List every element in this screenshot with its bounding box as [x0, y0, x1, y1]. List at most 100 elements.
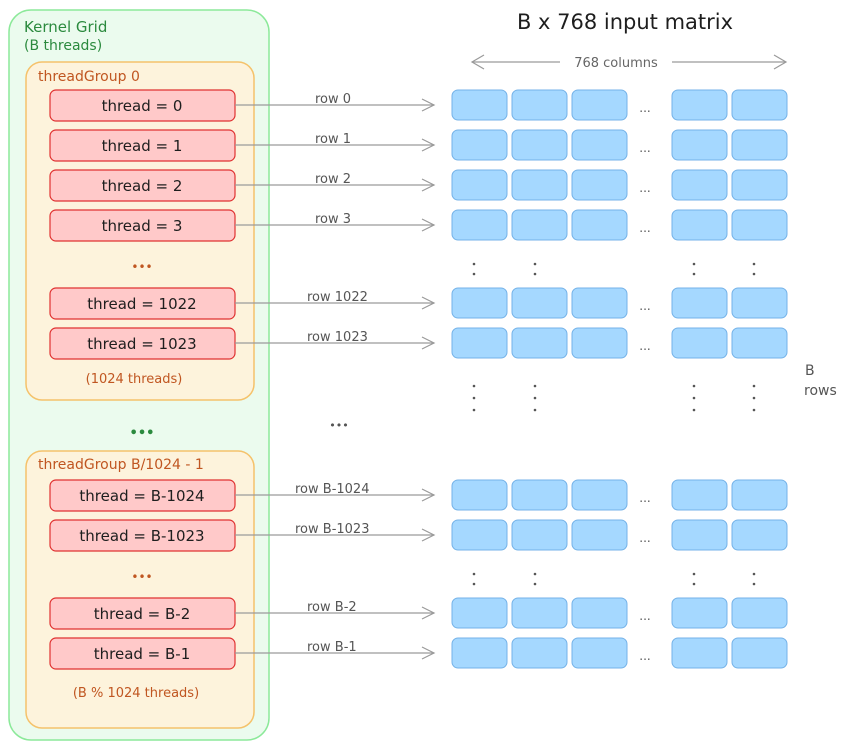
matrix-row-ellipsis: ...	[639, 221, 650, 235]
matrix-row-ellipsis: ...	[639, 531, 650, 545]
matrix-vertical-dot	[752, 396, 756, 400]
matrix-cell	[451, 597, 508, 629]
matrix-row-ellipsis: ...	[639, 141, 650, 155]
matrix-vertical-dot	[752, 582, 756, 586]
matrix-row-ellipsis: ...	[639, 491, 650, 505]
matrix-vertical-dot	[533, 272, 537, 276]
matrix-cell	[731, 209, 788, 241]
matrix-cell	[511, 129, 568, 161]
matrix-cell	[731, 287, 788, 319]
matrix-vertical-dot	[533, 572, 537, 576]
rows-label-b: B	[805, 363, 815, 379]
matrix-cell	[671, 597, 728, 629]
thread-group-0-footer: (1024 threads)	[86, 372, 183, 387]
row-label: row 3	[315, 212, 351, 227]
matrix-vertical-dot	[533, 408, 537, 412]
matrix-vertical-dot	[472, 262, 476, 266]
matrix-cell	[571, 519, 628, 551]
matrix-vertical-dot	[533, 262, 537, 266]
matrix-vertical-dot	[752, 572, 756, 576]
matrix-vertical-dots	[472, 262, 756, 586]
matrix-row-ellipsis: ...	[639, 101, 650, 115]
matrix-cells: ..............................	[451, 89, 788, 669]
matrix-cell	[671, 519, 728, 551]
matrix-cell	[511, 209, 568, 241]
matrix-vertical-dot	[752, 272, 756, 276]
matrix-vertical-dot	[692, 408, 696, 412]
matrix-vertical-dot	[533, 396, 537, 400]
matrix-cell	[451, 637, 508, 669]
thread-group-last-ellipsis: •••	[131, 570, 152, 584]
row-label: row B-1024	[295, 482, 369, 497]
row-label: row 1	[315, 132, 351, 147]
matrix-vertical-dot	[752, 384, 756, 388]
matrix-cell	[731, 169, 788, 201]
matrix-cell	[671, 327, 728, 359]
matrix-vertical-dot	[692, 384, 696, 388]
row-label: row 1022	[307, 290, 368, 305]
thread-label: thread = 1022	[87, 295, 196, 313]
matrix-row-ellipsis: ...	[639, 649, 650, 663]
matrix-cell	[511, 287, 568, 319]
thread-group-0-ellipsis: •••	[131, 260, 152, 274]
matrix-cell	[451, 519, 508, 551]
matrix-cell	[571, 597, 628, 629]
matrix-cell	[671, 287, 728, 319]
matrix-cell	[451, 169, 508, 201]
thread-box: thread = B-1023	[49, 519, 236, 552]
thread-box: thread = 1	[49, 129, 236, 162]
thread-label: thread = 2	[102, 177, 183, 195]
thread-group-last-title: threadGroup B/1024 - 1	[38, 457, 204, 473]
thread-label: thread = B-1024	[79, 487, 204, 505]
matrix-vertical-dot	[533, 384, 537, 388]
thread-group-last-footer: (B % 1024 threads)	[73, 686, 199, 701]
matrix-vertical-dot	[472, 572, 476, 576]
matrix-vertical-dot	[692, 262, 696, 266]
matrix-vertical-dot	[472, 408, 476, 412]
matrix-cell	[671, 637, 728, 669]
matrix-cell	[731, 519, 788, 551]
thread-box: thread = 2	[49, 169, 236, 202]
matrix-cell	[571, 209, 628, 241]
matrix-cell	[511, 637, 568, 669]
row-label: row B-1	[307, 640, 357, 655]
columns-arrow	[470, 54, 788, 70]
matrix-cell	[731, 637, 788, 669]
matrix-cell	[451, 479, 508, 511]
kernel-grid-ellipsis: •••	[130, 426, 155, 441]
matrix-cell	[671, 479, 728, 511]
matrix-cell	[571, 129, 628, 161]
matrix-cell	[571, 287, 628, 319]
thread-box: thread = 1023	[49, 327, 236, 360]
matrix-cell	[511, 89, 568, 121]
matrix-cell	[571, 89, 628, 121]
matrix-row-ellipsis: ...	[639, 181, 650, 195]
matrix-cell	[671, 169, 728, 201]
matrix-vertical-dot	[752, 262, 756, 266]
matrix-cell	[511, 169, 568, 201]
matrix-cell	[511, 479, 568, 511]
matrix-vertical-dot	[472, 384, 476, 388]
thread-label: thread = B-1023	[79, 527, 204, 545]
matrix-cell	[731, 479, 788, 511]
matrix-vertical-dot	[692, 572, 696, 576]
thread-label: thread = B-2	[94, 605, 191, 623]
thread-box: thread = B-2	[49, 597, 236, 630]
row-label: row 2	[315, 172, 351, 187]
matrix-cell	[451, 129, 508, 161]
row-label: row B-1023	[295, 522, 369, 537]
matrix-row-ellipsis: ...	[639, 609, 650, 623]
matrix-cell	[511, 519, 568, 551]
matrix-cell	[571, 479, 628, 511]
kernel-grid-subtitle: (B threads)	[24, 38, 102, 54]
columns-label: 768 columns	[574, 56, 658, 71]
thread-group-0-title: threadGroup 0	[38, 69, 140, 85]
matrix-cell	[731, 327, 788, 359]
rows-label-rows: rows	[804, 383, 837, 399]
matrix-cell	[451, 287, 508, 319]
matrix-vertical-dot	[472, 582, 476, 586]
row-arrows	[235, 98, 436, 660]
matrix-cell	[451, 89, 508, 121]
matrix-cell	[451, 327, 508, 359]
matrix-cell	[731, 89, 788, 121]
